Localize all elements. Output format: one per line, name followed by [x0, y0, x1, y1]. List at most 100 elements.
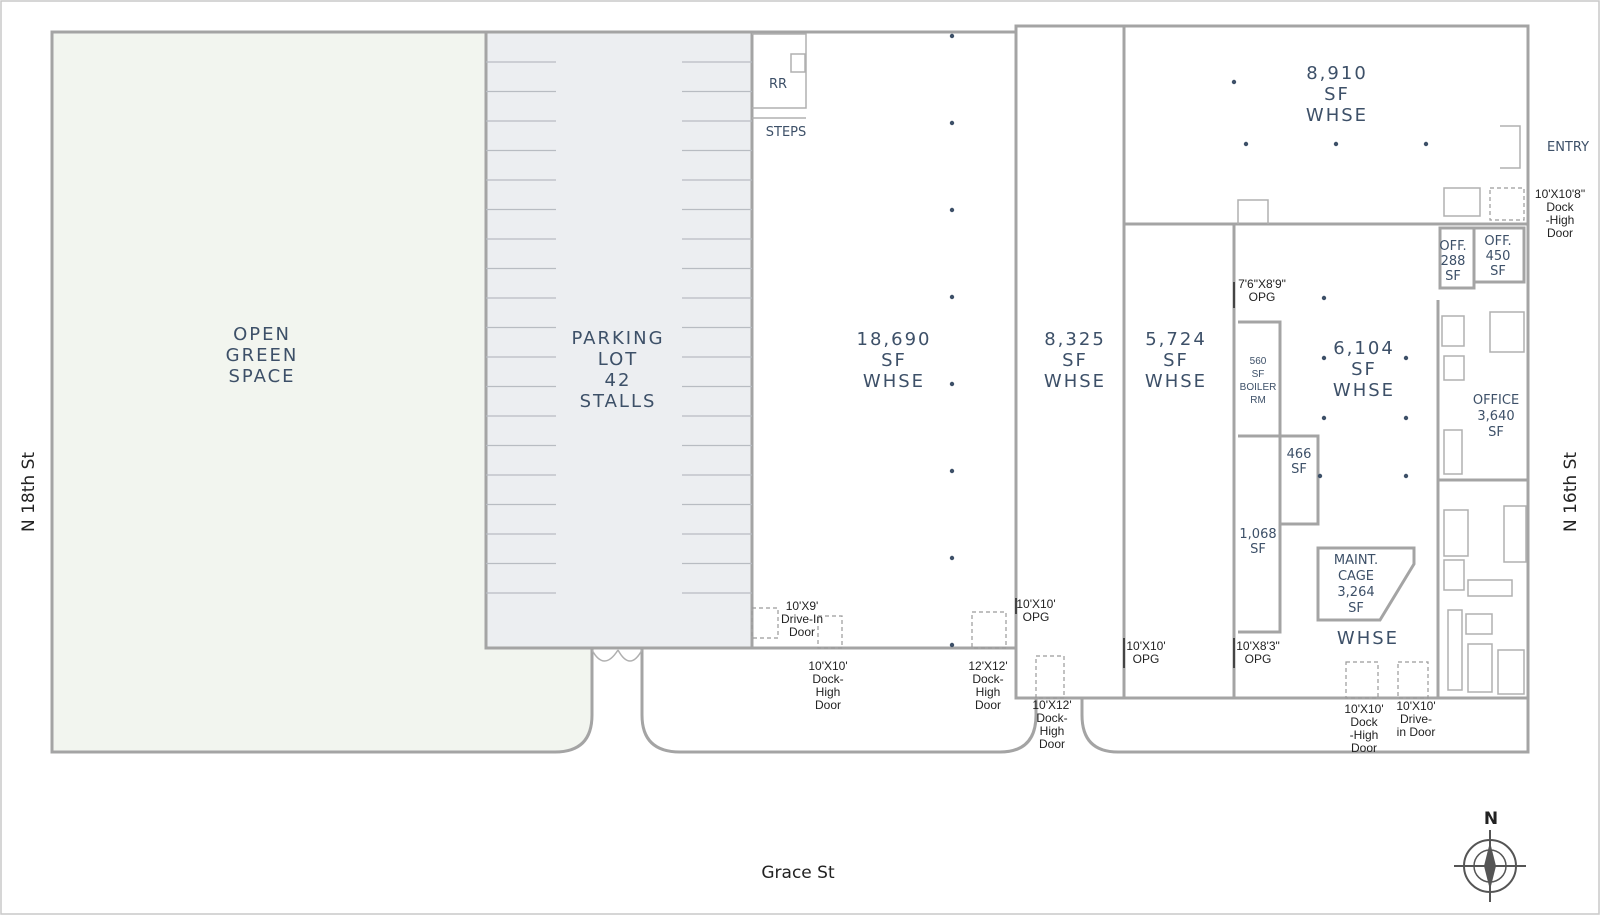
boiler-room-label-line: BOILER	[1240, 382, 1277, 393]
column-dot	[949, 33, 955, 39]
compass-rose-icon	[1454, 830, 1526, 902]
door-marks	[751, 187, 1525, 699]
restroom-block	[752, 33, 807, 109]
office-450-walls	[1472, 226, 1526, 284]
door-10x10-dock-high-2-label-line: -High	[1350, 728, 1379, 742]
column-dot	[949, 642, 955, 648]
parking-lot-label-line: 42	[605, 370, 632, 391]
parking-lot-label-line: LOT	[598, 349, 639, 370]
door-10x10-opg-2-label: 10'X10'OPG	[1126, 639, 1165, 666]
door-12x12-dock-high-label-line: 12'X12'	[968, 659, 1007, 673]
door-10x10-opg-2-label-line: 10'X10'	[1126, 639, 1165, 653]
office-288-label-line: 288	[1441, 254, 1466, 269]
parking-lot-label-line: PARKING	[571, 328, 664, 349]
door-10x9-drive-in-label-line: Door	[789, 625, 815, 639]
door-7-6x8-9-opg-label: 7'6"X8'9"OPG	[1238, 277, 1286, 304]
column-dot	[949, 294, 955, 300]
door-10x10-dock-high-2-label-line: 10'X10'	[1344, 702, 1383, 716]
door-10x12-dock-high-label-line: Door	[1039, 737, 1065, 751]
street-grace-st: Grace St	[761, 863, 835, 883]
open-green-space-label-line: OPEN	[233, 324, 291, 345]
whse-8910-label-line: WHSE	[1306, 105, 1368, 126]
column-dot	[949, 207, 955, 213]
whse-label-line: WHSE	[1337, 628, 1399, 649]
column-dot	[1321, 355, 1327, 361]
maint-cage-label-line: SF	[1348, 601, 1364, 616]
compass-north-label: N	[1484, 809, 1498, 829]
door-10x12-dock-high-label-line: High	[1040, 724, 1065, 738]
boiler-room-label-line: RM	[1250, 395, 1266, 406]
column-dot	[1403, 355, 1409, 361]
north-opening	[1237, 199, 1269, 224]
apron-east	[1080, 698, 1530, 754]
room-466-label-line: SF	[1291, 462, 1307, 477]
maint-cage-label-line: 3,264	[1337, 585, 1374, 600]
whse-18690-label-line: WHSE	[863, 371, 925, 392]
column-markers	[949, 33, 1429, 648]
open-green-space-label-line: SPACE	[228, 366, 295, 387]
door-12x12-dock-high-label-line: High	[976, 685, 1001, 699]
entry-doors-south	[591, 649, 643, 662]
door-10x10-drive-in-label-line: 10'X10'	[1396, 699, 1435, 713]
restroom-fixture	[790, 53, 806, 73]
column-dot	[1317, 473, 1323, 479]
door-10x10-opg-1-label-line: OPG	[1023, 610, 1050, 624]
office-450-label-line: OFF.	[1484, 234, 1511, 249]
door-10x10-8-dock-high-label-line: -High	[1546, 213, 1575, 227]
door-10x10-opg-1-label-line: 10'X10'	[1016, 597, 1055, 611]
door-10x10-drive-in-label: 10'X10'Drive-in Door	[1396, 699, 1435, 739]
door-10x10-8-dock-high-label-line: Dock	[1546, 200, 1574, 214]
door-10x10-drive-in-label-line: in Door	[1397, 725, 1436, 739]
whse-5724-label-line: 5,724	[1145, 329, 1207, 350]
east-building-outer	[1014, 24, 1530, 700]
street-grace-st-line: Grace St	[761, 863, 835, 883]
maint-cage-walls	[1316, 546, 1416, 622]
dock-shelter	[1443, 187, 1481, 217]
column-dot	[1321, 295, 1327, 301]
street-n-18th-st: N 18th St	[19, 452, 39, 532]
whse-6104-label-line: WHSE	[1333, 380, 1395, 401]
whse-label: WHSE	[1337, 628, 1399, 649]
column-dot	[1403, 415, 1409, 421]
entry-label: ENTRY	[1547, 140, 1589, 155]
door-10x10-opg-1-label: 10'X10'OPG	[1016, 597, 1055, 624]
room-466-label-line: 466	[1287, 447, 1312, 462]
column-dot	[949, 120, 955, 126]
whse-6104-label-line: SF	[1351, 359, 1377, 380]
whse-8910-label-line: SF	[1324, 84, 1350, 105]
office-3640-walls	[1436, 300, 1528, 698]
door-10x10-opg-2-label-line: OPG	[1133, 652, 1160, 666]
column-dot	[949, 381, 955, 387]
whse-18690-label-line: 18,690	[857, 329, 932, 350]
parking-lot-label-line: STALLS	[580, 391, 657, 412]
door-10x10-dock-high-1-label-line: 10'X10'	[808, 659, 847, 673]
maint-cage-label-line: MAINT.	[1334, 553, 1378, 568]
maint-cage-label-line: CAGE	[1338, 569, 1374, 584]
whse-8910-label-line: 8,910	[1306, 63, 1368, 84]
office-450-label-line: 450	[1486, 249, 1511, 264]
door-10x8-opg-label: 10'X8'3"OPG	[1236, 639, 1280, 666]
entry-vestibule	[1500, 125, 1521, 169]
column-dot	[1333, 141, 1339, 147]
steps-label-line: STEPS	[766, 125, 807, 140]
door-7-6x8-9-opg-label-line: 7'6"X8'9"	[1238, 277, 1286, 291]
door-10x12-dock-high-label-line: 10'X12'	[1032, 698, 1071, 712]
apron-west	[590, 648, 1038, 754]
door-10x12-dock-high-label-line: Dock-	[1036, 711, 1067, 725]
boiler-room-label-line: SF	[1252, 369, 1265, 380]
entry-label-line: ENTRY	[1547, 140, 1589, 155]
office-288-label-line: OFF.	[1439, 239, 1466, 254]
